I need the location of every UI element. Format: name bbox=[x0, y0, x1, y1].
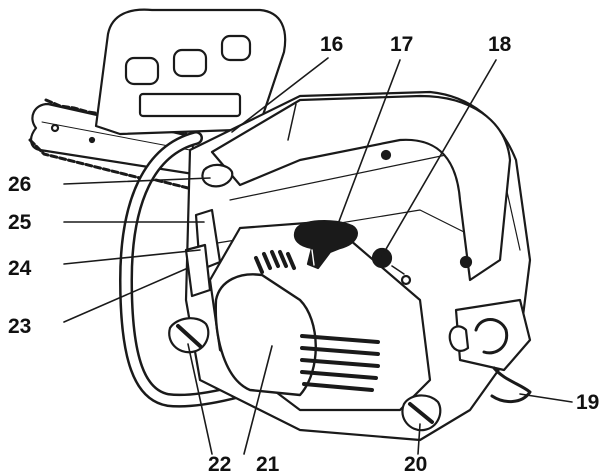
callout-21: 21 bbox=[256, 453, 280, 476]
starter-grip bbox=[293, 219, 358, 270]
air-intake-slots bbox=[254, 250, 296, 274]
cooling-grille bbox=[300, 334, 380, 392]
rear-attachment bbox=[448, 298, 532, 403]
callout-19: 19 bbox=[576, 391, 600, 414]
callout-25: 25 bbox=[8, 211, 32, 234]
callout-17: 17 bbox=[390, 33, 414, 56]
callout-26: 26 bbox=[8, 173, 32, 196]
callout-22: 22 bbox=[208, 453, 232, 476]
ignition-switch bbox=[371, 247, 412, 286]
callout-24: 24 bbox=[8, 257, 32, 280]
callout-23: 23 bbox=[8, 315, 32, 338]
front-handle bbox=[119, 131, 307, 408]
chain-brake-area bbox=[184, 163, 234, 298]
callout-18: 18 bbox=[488, 33, 512, 56]
rear-top-handle bbox=[210, 94, 512, 282]
starter-cover bbox=[208, 220, 432, 412]
fuel-tank-cap bbox=[401, 394, 442, 432]
leader-lines bbox=[63, 57, 573, 455]
oil-tank-cap bbox=[168, 317, 210, 354]
callout-16: 16 bbox=[320, 33, 344, 56]
callout-20: 20 bbox=[404, 453, 428, 476]
front-hand-guard bbox=[94, 8, 287, 136]
